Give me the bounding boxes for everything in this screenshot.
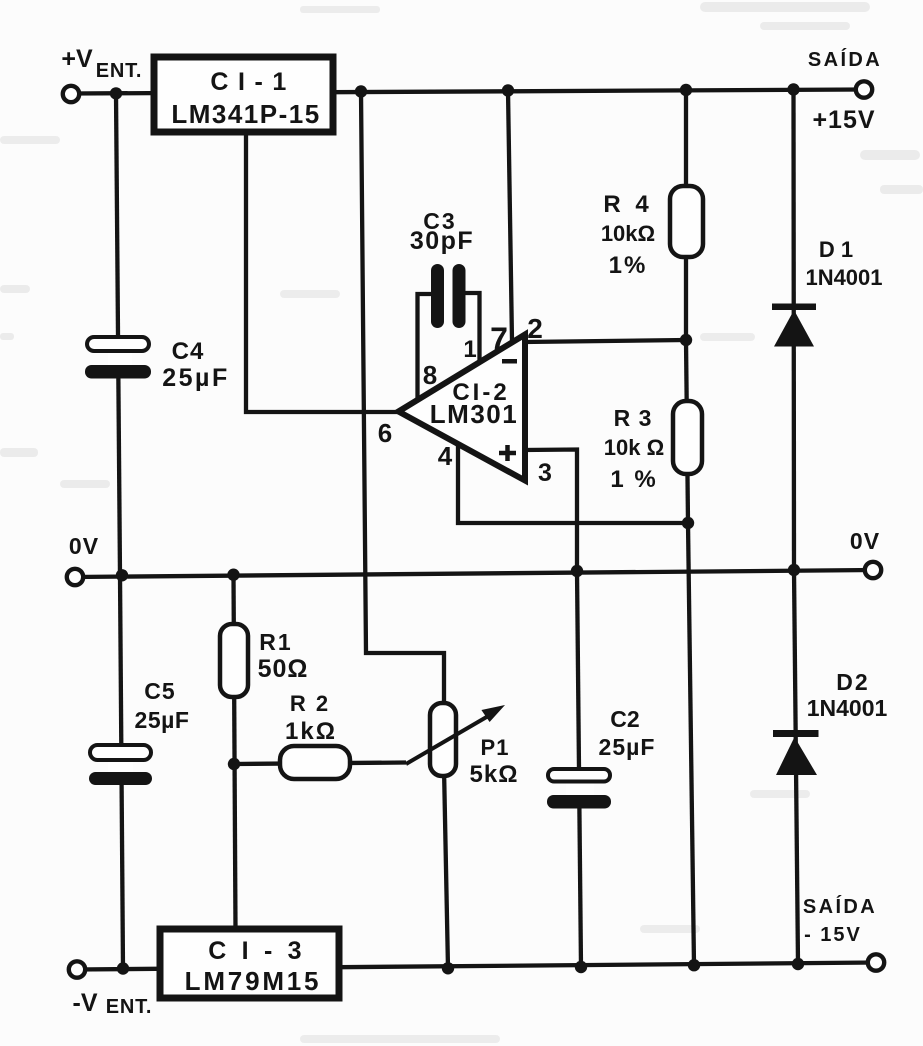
svg-text:P1: P1 bbox=[481, 735, 510, 760]
svg-text:7: 7 bbox=[490, 321, 508, 357]
svg-text:1N4001: 1N4001 bbox=[805, 265, 882, 290]
svg-text:C4: C4 bbox=[172, 338, 205, 365]
svg-text:1 %: 1 % bbox=[610, 466, 657, 493]
svg-text:1%: 1% bbox=[609, 252, 648, 279]
svg-text:R 3: R 3 bbox=[614, 405, 653, 431]
svg-text:0V: 0V bbox=[850, 528, 880, 554]
svg-text:SAÍDA: SAÍDA bbox=[808, 48, 882, 71]
svg-text:CI-2: CI-2 bbox=[452, 379, 509, 406]
svg-text:LM79M15: LM79M15 bbox=[185, 966, 322, 996]
svg-text:6: 6 bbox=[378, 418, 392, 448]
svg-text:25µF: 25µF bbox=[162, 364, 229, 392]
svg-text:50Ω: 50Ω bbox=[258, 655, 309, 683]
svg-text:1: 1 bbox=[463, 336, 476, 363]
svg-text:25µF: 25µF bbox=[599, 734, 656, 760]
svg-text:0V: 0V bbox=[69, 533, 99, 559]
svg-text:-V: -V bbox=[73, 989, 98, 1017]
svg-text:+V: +V bbox=[61, 45, 93, 73]
svg-text:ENT.: ENT. bbox=[96, 60, 143, 82]
svg-text:3: 3 bbox=[538, 459, 552, 487]
svg-text:R 4: R 4 bbox=[603, 191, 652, 218]
svg-text:30pF: 30pF bbox=[410, 227, 474, 255]
svg-text:C5: C5 bbox=[144, 678, 175, 704]
svg-text:D2: D2 bbox=[836, 669, 869, 695]
svg-text:+15V: +15V bbox=[812, 106, 875, 134]
svg-text:ENT.: ENT. bbox=[106, 996, 153, 1018]
svg-text:1kΩ: 1kΩ bbox=[285, 718, 337, 745]
svg-text:SAÍDA: SAÍDA bbox=[803, 895, 877, 918]
svg-text:1N4001: 1N4001 bbox=[807, 695, 888, 721]
svg-text:LM301: LM301 bbox=[430, 399, 518, 429]
svg-text:4: 4 bbox=[438, 441, 453, 471]
svg-text:2: 2 bbox=[527, 313, 543, 344]
svg-text:C2: C2 bbox=[610, 706, 639, 732]
svg-text:R1: R1 bbox=[259, 629, 292, 655]
svg-text:25µF: 25µF bbox=[135, 707, 190, 733]
svg-text:5kΩ: 5kΩ bbox=[470, 761, 519, 788]
svg-text:8: 8 bbox=[423, 360, 437, 390]
svg-text:C3: C3 bbox=[423, 208, 456, 234]
svg-text:- 15V: - 15V bbox=[804, 924, 862, 946]
svg-text:LM341P-15: LM341P-15 bbox=[171, 99, 320, 129]
svg-text:10k Ω: 10k Ω bbox=[604, 435, 664, 460]
svg-text:C I - 1: C I - 1 bbox=[210, 68, 287, 96]
svg-text:C I - 3: C I - 3 bbox=[208, 937, 305, 965]
svg-text:10kΩ: 10kΩ bbox=[601, 221, 655, 246]
svg-text:R 2: R 2 bbox=[290, 691, 330, 716]
svg-text:D 1: D 1 bbox=[819, 237, 853, 262]
